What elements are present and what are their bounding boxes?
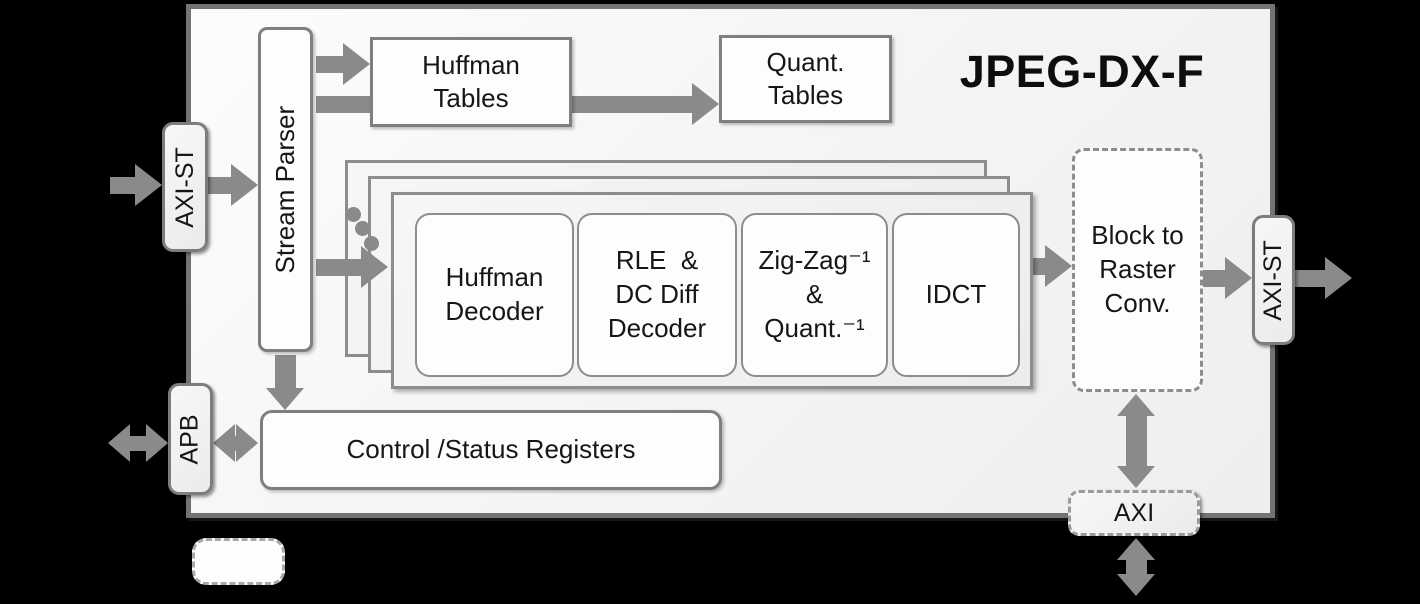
block-idct: IDCT [892,213,1020,377]
control-status-registers-label: Control /Status Registers [346,434,636,465]
arrow-bidir-axi-external-icon [1117,538,1155,596]
block-stream-parser: Stream Parser [258,27,313,352]
huffman-tables-label: Huffman Tables [422,49,520,113]
legend-optional-block-swatch [192,538,285,585]
chip-title: JPEG-DX-F [959,46,1205,97]
block-rle-dc-diff-decoder: RLE & DC Diff Decoder [577,213,737,377]
arrow-block-to-raster-to-axi-st-out-icon [1203,257,1252,299]
port-axi-st-in: AXI-ST [162,122,208,252]
arrow-axi-st-out-to-external-icon [1295,257,1352,299]
block-control-status-registers: Control /Status Registers [260,410,722,490]
rle-dc-diff-decoder-label: RLE & DC Diff Decoder [607,245,707,343]
arrow-pipeline-to-block-to-raster-icon [1033,245,1072,287]
apb-label: APB [176,413,204,465]
port-apb: APB [168,383,213,495]
arrow-stream-parser-to-registers-icon [266,355,304,410]
zigzag-inv-quant-inv-label: Zig-Zag⁻¹ & Quant.⁻¹ [758,245,871,343]
arrow-bidir-apb-registers-icon [213,424,258,462]
arrow-bidir-block-to-raster-axi-icon [1117,394,1155,488]
axi-st-out-label: AXI-ST [1259,239,1288,321]
block-to-raster-conv-label: Block to Raster Conv. [1091,220,1184,318]
stream-parser-label: Stream Parser [269,105,300,274]
arrow-axi-st-in-to-stream-parser-icon [208,164,258,206]
arrow-stream-parser-to-huffman-tables-icon [316,43,370,85]
ellipsis-dot-icon [346,207,361,222]
ellipsis-dot-icon [364,236,379,251]
axi-label: AXI [1113,498,1155,527]
port-axi: AXI [1068,490,1200,536]
port-axi-st-out: AXI-ST [1252,215,1295,345]
axi-st-in-label: AXI-ST [170,146,199,228]
arrow-input-to-axi-st-in-icon [110,164,162,206]
block-huffman-tables: Huffman Tables [370,37,572,127]
block-quant-tables: Quant. Tables [719,35,892,123]
arrow-stream-parser-to-pipeline-icon [316,246,388,288]
arrow-bidir-external-apb-icon [108,424,168,462]
quant-tables-label: Quant. Tables [766,46,845,110]
block-huffman-decoder: Huffman Decoder [415,213,574,377]
ellipsis-dot-icon [355,221,370,236]
idct-label: IDCT [925,279,987,310]
block-block-to-raster-conv: Block to Raster Conv. [1072,148,1203,392]
huffman-decoder-label: Huffman Decoder [445,262,544,326]
block-zigzag-inv-quant-inv: Zig-Zag⁻¹ & Quant.⁻¹ [741,213,888,377]
